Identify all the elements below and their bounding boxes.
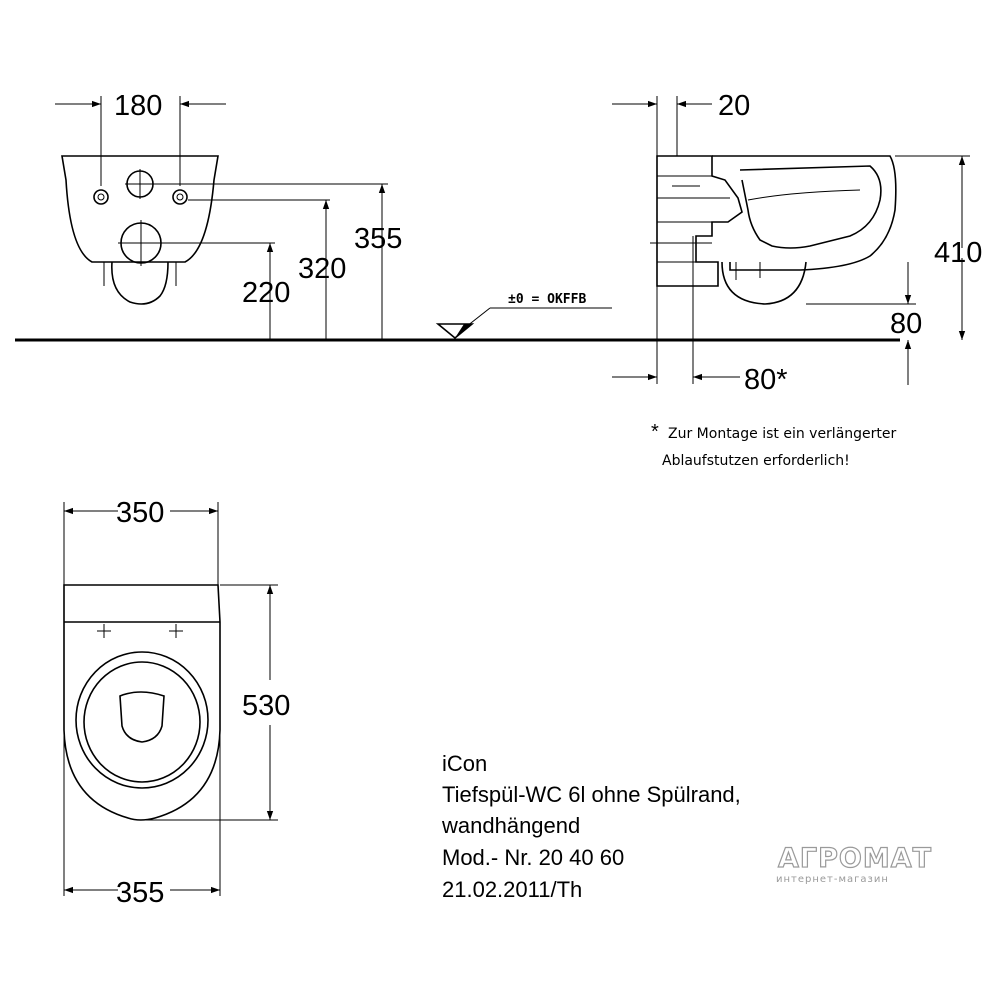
dim-side-top: 20: [718, 90, 750, 122]
dim-plan-depth: 530: [242, 690, 290, 722]
dim-side-drop: 80: [890, 308, 922, 340]
dim-front-220: 220: [242, 277, 290, 309]
dim-front-width: 180: [114, 90, 162, 122]
title-model-number: Mod.- Nr. 20 40 60: [442, 845, 624, 870]
title-mounting: wandhängend: [441, 813, 580, 838]
note-line-2: Ablaufstutzen erforderlich!: [662, 453, 850, 469]
dim-side-wall: 80*: [744, 364, 788, 396]
title-date: 21.02.2011/Th: [442, 877, 582, 902]
note-line-1: Zur Montage ist ein verlängerter: [668, 426, 897, 442]
front-view: 180 220 320 355: [55, 90, 402, 340]
dim-front-320: 320: [298, 253, 346, 285]
side-view: 20 410 80 80*: [612, 90, 982, 396]
watermark-tagline: интернет-магазин: [776, 874, 889, 885]
floor-symbol: ±0 = OKFFB: [435, 292, 612, 340]
dim-side-height: 410: [934, 237, 982, 269]
title-model-name: iCon: [442, 751, 487, 776]
dim-plan-top-width: 350: [116, 497, 164, 529]
watermark-logo: АГРОМАТ интернет-магазин: [776, 842, 932, 885]
note-star: *: [651, 421, 659, 443]
dim-plan-bottom-width: 355: [116, 877, 164, 909]
title-description: Tiefspül-WC 6l ohne Spülrand,: [442, 782, 741, 807]
floor-reference-label: ±0 = OKFFB: [508, 292, 586, 307]
title-block: iCon Tiefspül-WC 6l ohne Spülrand, wandh…: [441, 751, 741, 902]
dim-front-355: 355: [354, 223, 402, 255]
watermark-brand: АГРОМАТ: [778, 843, 932, 874]
plan-view: 350 530 355: [63, 497, 290, 909]
